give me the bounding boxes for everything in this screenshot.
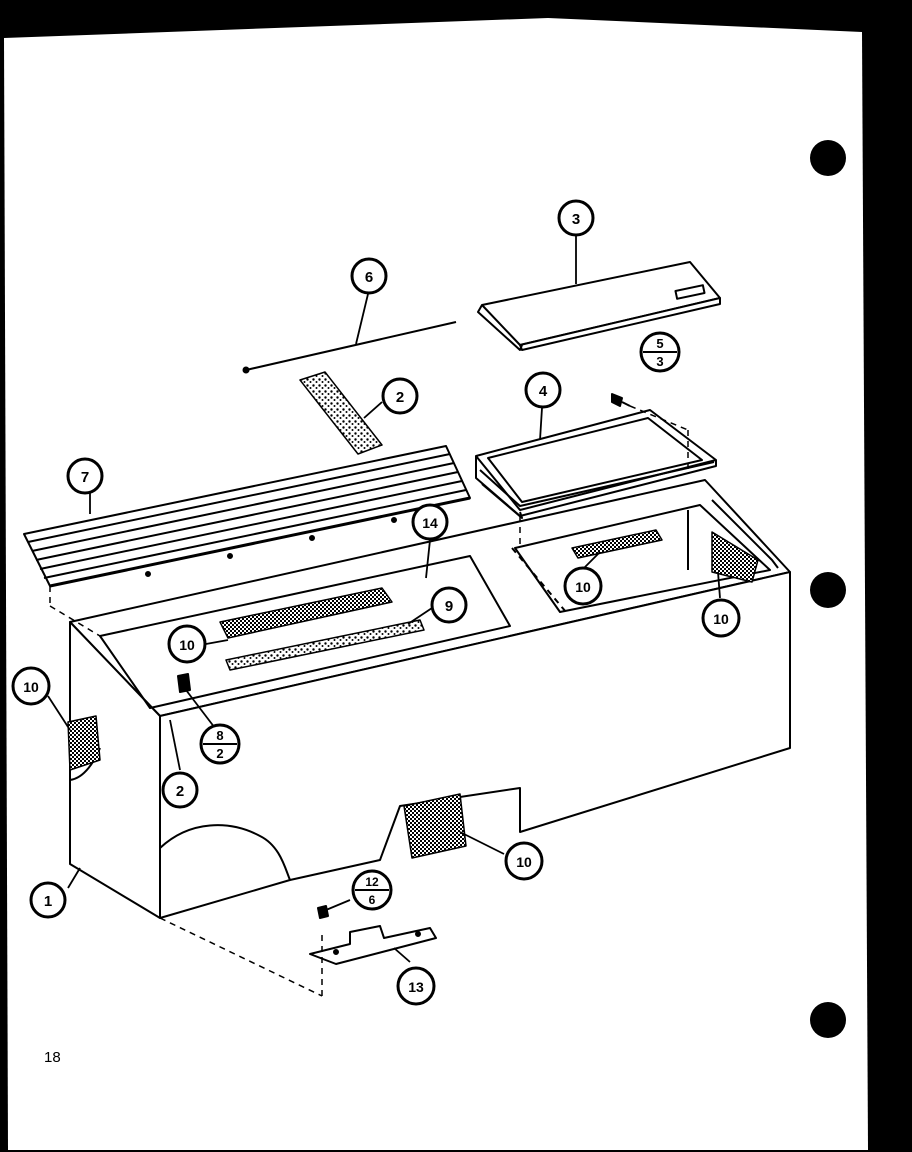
callout-part-4: 4 (524, 371, 562, 409)
svg-text:1: 1 (44, 893, 52, 910)
svg-text:5: 5 (656, 336, 663, 351)
svg-text:3: 3 (656, 354, 663, 369)
part-foam-block (299, 371, 383, 455)
svg-text:2: 2 (176, 783, 184, 800)
svg-text:3: 3 (572, 211, 580, 228)
part-cover-panel (477, 261, 721, 351)
callout-fraction-5-3: 5 3 (639, 331, 681, 373)
leader-lines (47, 236, 721, 963)
callout-part-14: 14 (411, 503, 449, 541)
svg-text:2: 2 (216, 746, 223, 761)
callout-part-10-front: 10 (504, 841, 544, 881)
svg-text:10: 10 (575, 579, 591, 595)
callout-part-10-compartment: 10 (563, 566, 603, 606)
callout-fraction-8-2: 8 2 (199, 723, 241, 765)
part-gasket-strip (225, 619, 425, 671)
callout-fraction-12-6: 12 6 (351, 869, 393, 911)
part-screw-bracket (317, 905, 329, 919)
part-louver-grille (23, 445, 471, 588)
callout-part-7: 7 (66, 457, 104, 495)
svg-text:14: 14 (422, 515, 438, 531)
svg-text:10: 10 (23, 679, 39, 695)
svg-text:10: 10 (516, 854, 532, 870)
page-number: 18 (44, 1049, 61, 1066)
callout-part-13: 13 (396, 966, 436, 1006)
callout-part-10-left: 10 (11, 666, 51, 706)
part-bracket (309, 925, 437, 965)
part-screw-side (177, 673, 191, 693)
svg-text:10: 10 (179, 637, 195, 653)
part-screw-upper (611, 393, 631, 407)
svg-text:6: 6 (365, 269, 373, 286)
part-filter-pads (67, 529, 759, 859)
callout-part-2-side: 2 (161, 771, 199, 809)
binder-hole-middle (810, 572, 846, 608)
svg-text:6: 6 (369, 893, 376, 907)
callout-part-3: 3 (557, 199, 595, 237)
binder-hole-bottom (810, 1002, 846, 1038)
svg-text:9: 9 (445, 598, 453, 615)
svg-text:4: 4 (539, 383, 548, 400)
svg-text:12: 12 (365, 875, 379, 889)
svg-text:7: 7 (81, 469, 89, 486)
callout-part-9: 9 (430, 586, 468, 624)
callout-part-10-center: 10 (167, 624, 207, 664)
svg-text:2: 2 (396, 389, 404, 406)
callout-part-2-foam: 2 (381, 377, 419, 415)
part-rod (242, 321, 457, 374)
binder-hole-top (810, 140, 846, 176)
callout-part-6: 6 (350, 257, 388, 295)
svg-text:10: 10 (713, 611, 729, 627)
callout-part-10-right: 10 (701, 598, 741, 638)
alignment-lines (49, 405, 689, 997)
callout-part-1: 1 (29, 881, 67, 919)
svg-text:8: 8 (216, 728, 223, 743)
svg-text:13: 13 (408, 979, 424, 995)
